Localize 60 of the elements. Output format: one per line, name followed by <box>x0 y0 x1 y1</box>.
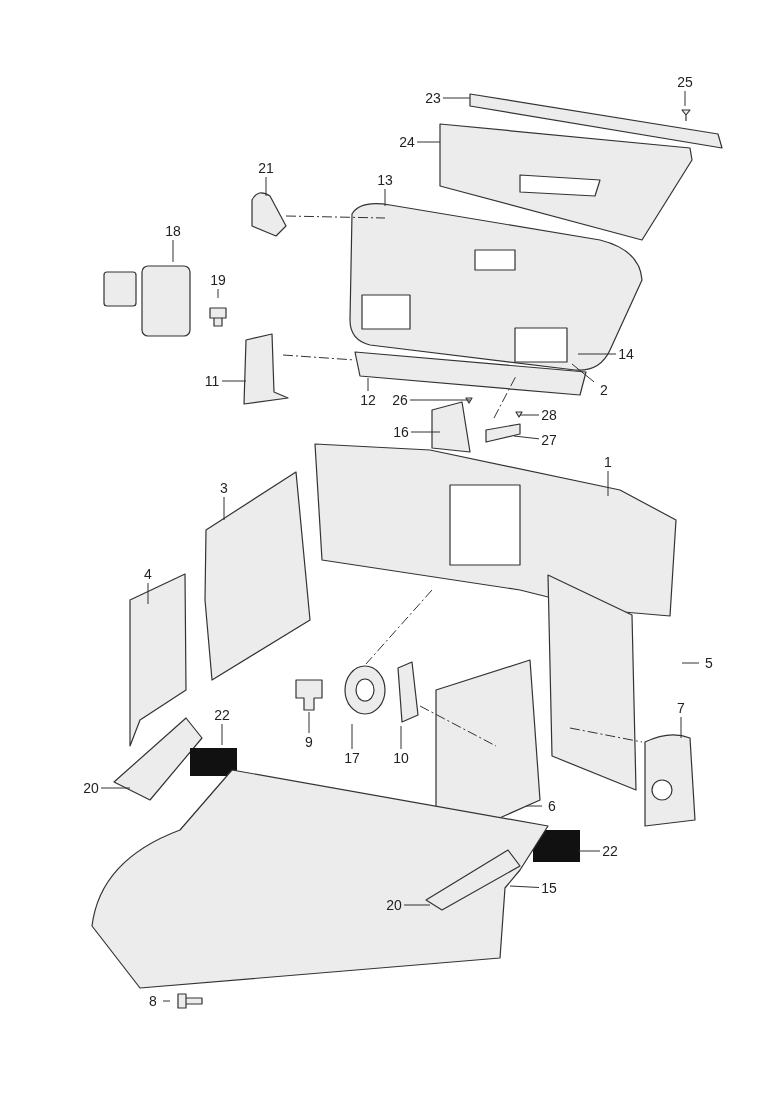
leader-line <box>100 787 131 789</box>
callout-number: 14 <box>618 347 634 361</box>
leader-line <box>162 1000 171 1002</box>
leader-line <box>680 716 682 739</box>
callout-number: 20 <box>83 781 99 795</box>
callout-number: 7 <box>677 701 685 715</box>
leader-line <box>684 90 686 107</box>
leader-line <box>221 723 223 746</box>
callout-number: 27 <box>541 433 557 447</box>
callout-number: 12 <box>360 393 376 407</box>
leader-line <box>308 711 310 734</box>
leader-line <box>400 725 402 750</box>
leader-line <box>577 850 601 852</box>
callout-number: 22 <box>602 844 618 858</box>
callout-number: 24 <box>399 135 415 149</box>
callout-number: 15 <box>541 881 557 895</box>
leader-line <box>147 582 149 605</box>
leader-line <box>681 662 700 664</box>
leader-line <box>221 380 247 382</box>
leader-line <box>172 239 174 263</box>
callout-number: 6 <box>548 799 556 813</box>
callout-number: 18 <box>165 224 181 238</box>
leader-line <box>525 805 543 807</box>
callout-number: 19 <box>210 273 226 287</box>
callout-number: 20 <box>386 898 402 912</box>
callout-number: 5 <box>705 656 713 670</box>
callout-number: 8 <box>149 994 157 1008</box>
callout-number: 11 <box>204 374 220 388</box>
leader-line <box>607 470 609 497</box>
callout-number: 4 <box>144 567 152 581</box>
leader-line <box>403 904 431 906</box>
leader-line <box>265 176 267 197</box>
callout-number: 17 <box>344 751 360 765</box>
leader-line <box>577 353 617 355</box>
leader-line <box>519 414 540 416</box>
leader-line <box>384 188 386 207</box>
callout-number: 22 <box>214 708 230 722</box>
leader-line <box>571 363 595 383</box>
callout-number: 26 <box>392 393 408 407</box>
leader-line <box>513 435 540 440</box>
callout-number: 9 <box>305 735 313 749</box>
leader-line <box>367 377 369 392</box>
callout-number: 25 <box>677 75 693 89</box>
callout-number: 10 <box>393 751 409 765</box>
callout-number: 16 <box>393 425 409 439</box>
callout-number: 21 <box>258 161 274 175</box>
leader-line <box>223 496 225 521</box>
leader-line <box>410 431 441 433</box>
leader-line <box>442 97 471 99</box>
leader-line <box>416 141 441 143</box>
leader-line <box>217 288 219 299</box>
leader-line <box>351 723 353 750</box>
leader-line <box>409 399 471 401</box>
callout-number: 23 <box>425 91 441 105</box>
callout-number: 13 <box>377 173 393 187</box>
callout-number: 2 <box>600 383 608 397</box>
callout-number: 1 <box>604 455 612 469</box>
leader-line <box>509 885 540 888</box>
callout-number: 28 <box>541 408 557 422</box>
callout-number: 3 <box>220 481 228 495</box>
